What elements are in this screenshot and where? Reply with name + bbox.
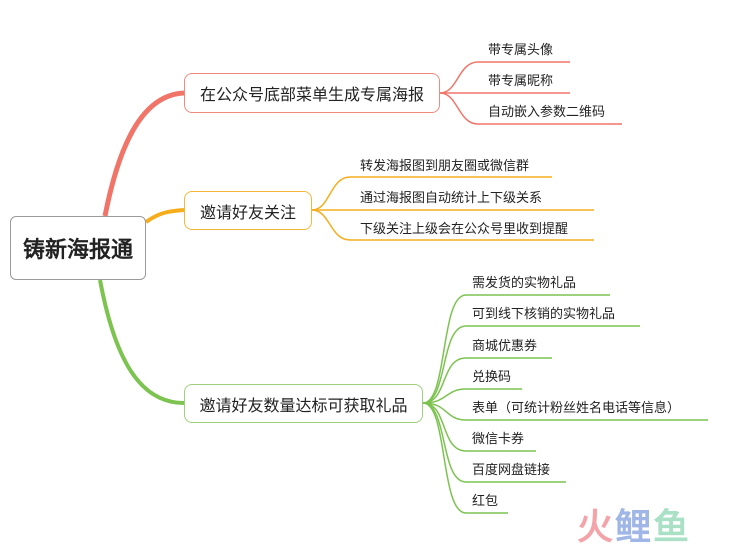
leaf-node[interactable]: 带专属昵称 xyxy=(488,74,554,89)
watermark-char: 鲤 xyxy=(615,507,654,548)
leaf-node[interactable]: 红包 xyxy=(472,494,499,509)
watermark-logo: 火鲤鱼 xyxy=(577,498,691,550)
branch-node-poster[interactable]: 在公众号底部菜单生成专属海报 xyxy=(184,73,440,113)
leaf-node[interactable]: 兑换码 xyxy=(472,370,512,385)
root-node[interactable]: 铸新海报通 xyxy=(10,216,146,280)
leaf-node[interactable]: 表单（可统计粉丝姓名电话等信息） xyxy=(472,401,681,416)
connector-root-branch1 xyxy=(102,90,185,217)
leaf-node[interactable]: 微信卡券 xyxy=(472,432,525,447)
branch1-leaf-connectors xyxy=(439,61,622,125)
connector-root-branch3 xyxy=(98,279,185,405)
leaf-node[interactable]: 商城优惠券 xyxy=(472,339,538,354)
branch-node-reward[interactable]: 邀请好友数量达标可获取礼品 xyxy=(184,384,423,423)
branch-node-invite[interactable]: 邀请好友关注 xyxy=(184,191,312,230)
leaf-node[interactable]: 自动嵌入参数二维码 xyxy=(488,105,606,120)
connector-root-branch2 xyxy=(144,208,185,224)
leaf-node[interactable]: 需发货的实物礼品 xyxy=(472,276,577,291)
branch3-leaf-connectors xyxy=(422,294,708,514)
watermark-char: 火 xyxy=(577,507,616,548)
leaf-node[interactable]: 可到线下核销的实物礼品 xyxy=(472,307,616,322)
leaf-node[interactable]: 转发海报图到朋友圈或微信群 xyxy=(360,159,530,174)
leaf-node[interactable]: 通过海报图自动统计上下级关系 xyxy=(360,191,543,206)
branch2-leaf-connectors xyxy=(311,176,594,241)
leaf-node[interactable]: 带专属头像 xyxy=(488,43,554,58)
leaf-node[interactable]: 百度网盘链接 xyxy=(472,463,551,478)
watermark-char: 鱼 xyxy=(653,507,692,548)
leaf-node[interactable]: 下级关注上级会在公众号里收到提醒 xyxy=(360,222,569,237)
